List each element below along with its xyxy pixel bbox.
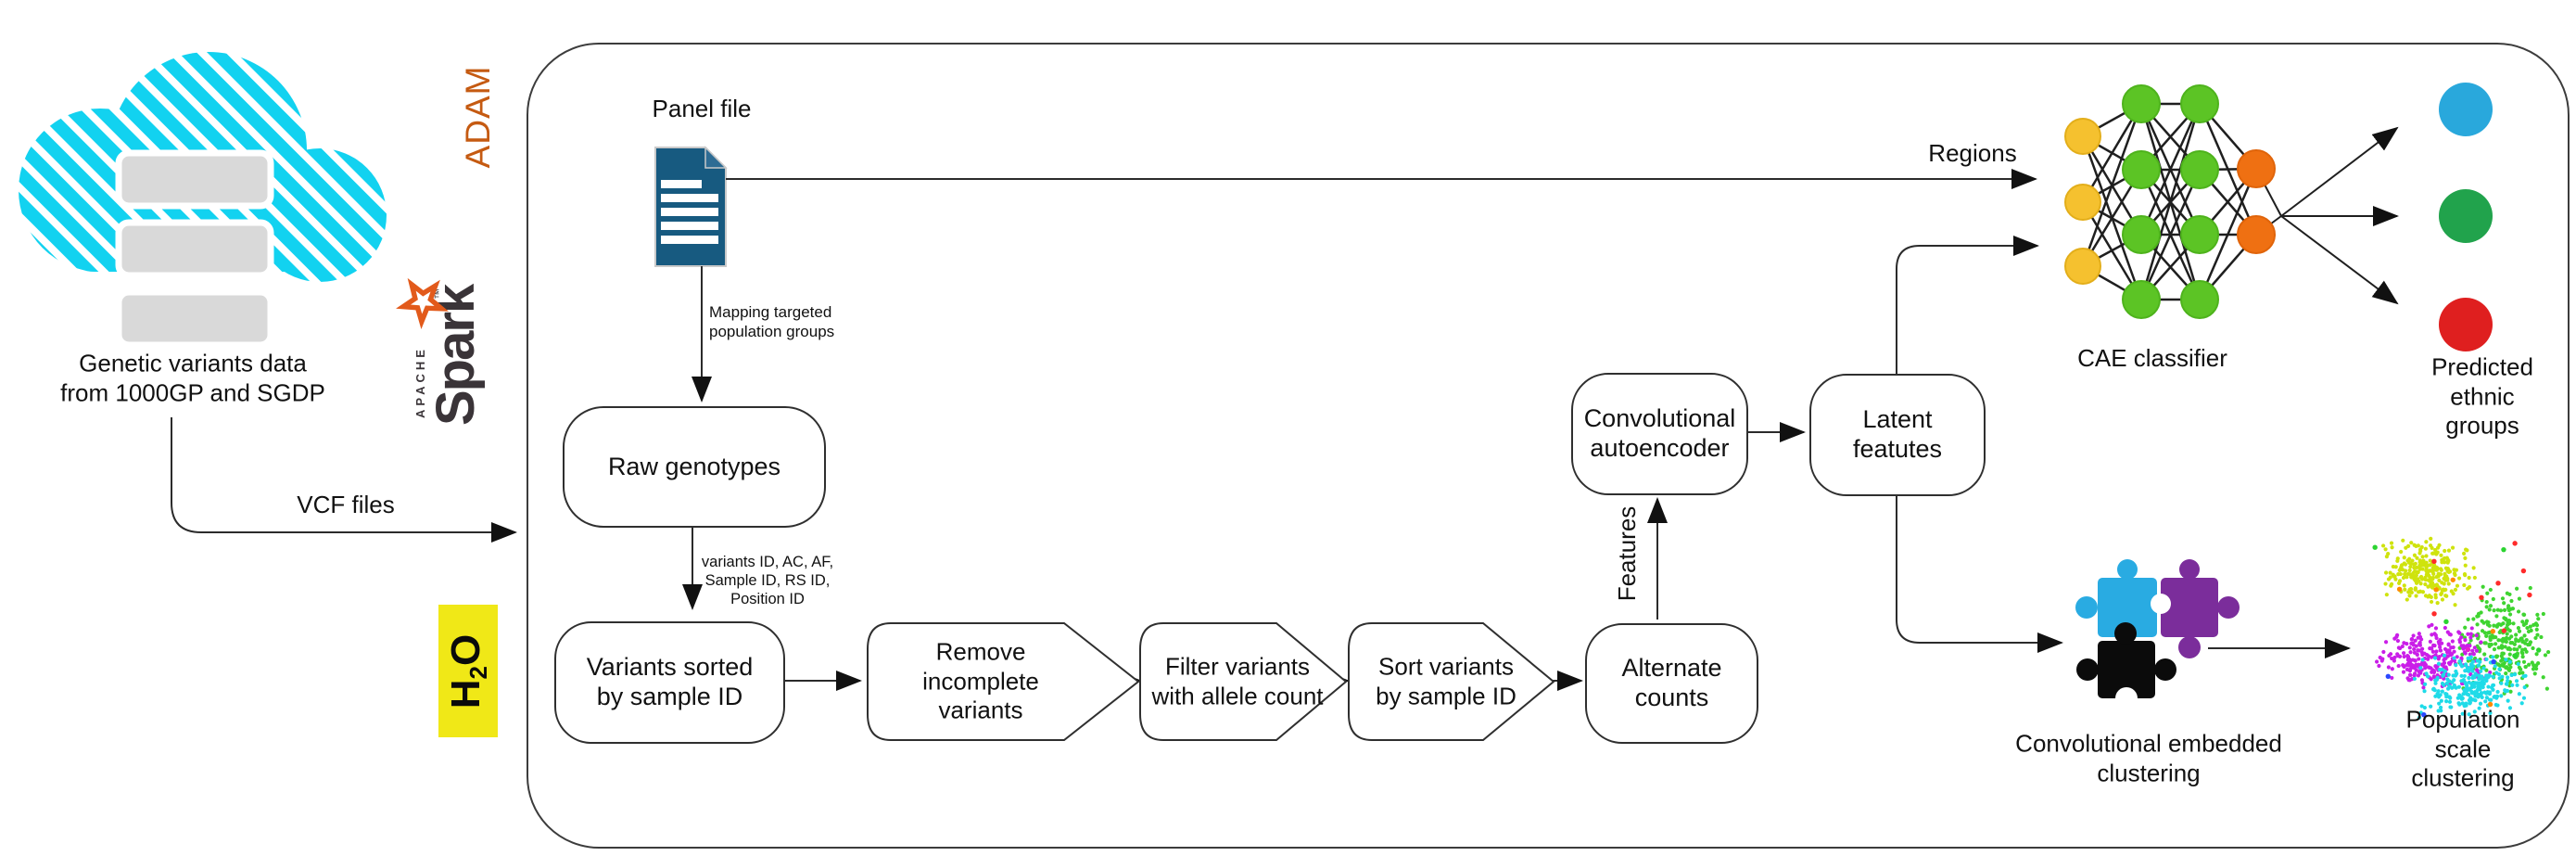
latent-features-box: Latent featutes [1809, 374, 1986, 496]
variant-fields-label: variants ID, AC, AF, Sample ID, RS ID, P… [701, 553, 834, 608]
cae-classifier-caption: CAE classifier [2077, 344, 2227, 373]
population-clusters-icon [2372, 536, 2551, 720]
pop-scale-caption: Population scale clustering [2405, 705, 2520, 792]
regions-label: Regions [1928, 139, 2017, 168]
conv-autoencoder-label: Convolutional autoencoder [1583, 404, 1736, 462]
h2o-sub: 2 [464, 665, 493, 679]
raw-genotypes-label: Raw genotypes [607, 452, 781, 480]
panel-file-icon [654, 146, 728, 267]
puzzle-piece-black [2076, 622, 2176, 709]
cae-network-icon [2064, 84, 2399, 319]
connectors [171, 169, 2351, 691]
alternate-counts-box: Alternate counts [1585, 623, 1758, 744]
vcf-connector [171, 417, 517, 543]
sort-variants-label: Sort variants by sample ID [1376, 652, 1516, 709]
features-label: Features [1613, 505, 1642, 602]
chevron-shapes [867, 622, 1555, 741]
panel-file-label: Panel file [652, 95, 752, 123]
vcf-files-label: VCF files [297, 491, 395, 519]
alternate-counts-label: Alternate counts [1621, 654, 1722, 711]
mapping-label: Mapping targeted population groups [709, 303, 835, 340]
h2o-o: O [443, 633, 489, 666]
remove-incomplete-label: Remove incomplete variants [922, 637, 1039, 724]
conv-autoencoder-box: Convolutional autoencoder [1571, 373, 1748, 495]
filter-variants-shape [1139, 622, 1348, 741]
predicted-groups-caption: Predicted ethnic groups [2431, 352, 2533, 440]
adam-logo: ADAM [459, 65, 497, 169]
latent-to-clustering-connector [1896, 492, 2063, 653]
h2o-h: H [443, 678, 489, 709]
adam-spark-frame [527, 43, 2570, 849]
raw-genotypes-box: Raw genotypes [563, 406, 826, 528]
sort-variants-shape [1348, 622, 1555, 741]
variants-sorted-box: Variants sorted by sample ID [554, 621, 785, 744]
puzzle-icon [2075, 559, 2240, 709]
genetic-source-label: Genetic variants data from 1000GP and SG… [60, 349, 325, 406]
remove-incomplete-shape [867, 622, 1140, 741]
h2o-logo: H2O [438, 605, 498, 737]
spark-star-icon [396, 277, 450, 329]
filter-variants-label: Filter variants with allele count [1151, 652, 1324, 709]
latent-to-classifier-connector [1896, 236, 2039, 374]
puzzle-piece-cyan [2075, 559, 2157, 637]
predicted-groups-icon [2439, 83, 2493, 351]
database-icon [115, 149, 274, 349]
puzzle-piece-purple [2151, 559, 2240, 658]
conv-embedded-caption: Convolutional embedded clustering [2015, 729, 2282, 786]
variants-sorted-label: Variants sorted by sample ID [586, 653, 754, 710]
latent-features-label: Latent featutes [1852, 405, 1943, 463]
